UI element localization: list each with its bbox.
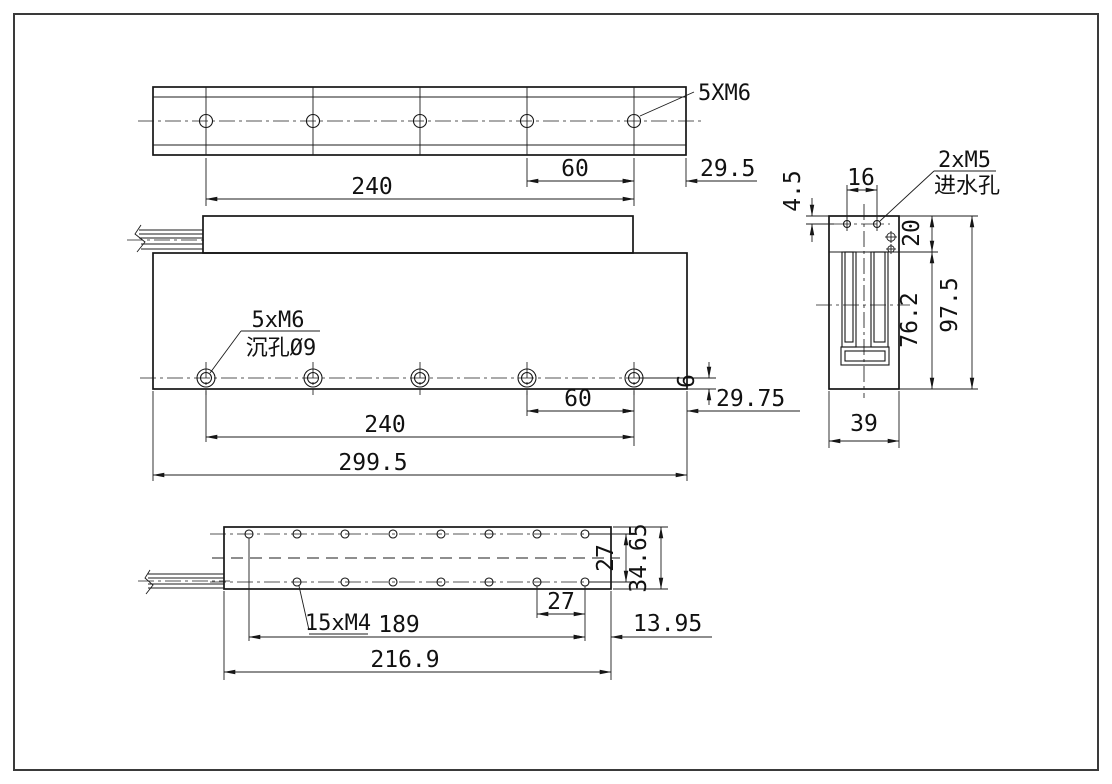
side-screw-marks (885, 231, 897, 254)
cable-break-symbol (144, 569, 154, 595)
dim-4-5: 4.5 (780, 170, 806, 212)
slider-outline (202, 215, 634, 254)
callout-2xm5: 2xM5 (938, 148, 991, 173)
top-view-dimensions: 60 29.5 240 (205, 156, 757, 206)
dim-76-2: 76.2 (897, 292, 923, 347)
leader-line (639, 91, 695, 117)
dim-189: 189 (378, 612, 420, 638)
leader-line (298, 585, 310, 631)
top-view: 5XM6 60 29.5 240 (138, 81, 757, 206)
leader-line (209, 330, 242, 374)
track-top-edge-lines (153, 87, 686, 155)
water-inlet-holes-m5 (834, 217, 890, 231)
dim-27-pitch: 27 (547, 589, 575, 615)
bottom-view: 15xM4 27 34.65 27 189 (138, 523, 712, 680)
side-view-dimensions: 4.5 16 20 76.2 97.5 39 (780, 165, 978, 448)
dim-29-75: 29.75 (716, 386, 785, 412)
bottom-view-dimensions: 27 34.65 27 189 13.95 216.9 (223, 523, 712, 680)
dim-216-9: 216.9 (370, 647, 439, 673)
dim-60-front: 60 (564, 386, 592, 412)
cable-bundle (134, 224, 203, 253)
mounting-holes-m6 (198, 113, 642, 129)
dim-34-65: 34.65 (626, 523, 652, 592)
callout-water-inlet: 进水孔 (934, 174, 1000, 199)
dim-20: 20 (899, 219, 925, 247)
dim-6: 6 (674, 374, 700, 388)
front-view: 5xM6 沉孔Ø9 6 60 29.75 240 (127, 215, 800, 481)
extension-lines (152, 377, 716, 481)
cable-break-symbol (134, 224, 146, 253)
cable-bundle (144, 569, 224, 595)
callout-counterbore: 沉孔Ø9 (246, 336, 317, 361)
dim-60-top: 60 (561, 156, 589, 182)
dim-240-top: 240 (351, 174, 393, 200)
front-view-dimensions: 6 60 29.75 240 299.5 (152, 362, 800, 481)
dim-299-5: 299.5 (338, 450, 407, 476)
counterbore-holes-m6 (196, 362, 644, 395)
dim-97-5: 97.5 (937, 277, 963, 332)
sheet-border (13, 13, 1099, 771)
slider-face-outline (223, 526, 612, 590)
dim-240-front: 240 (364, 412, 406, 438)
leader-line (879, 170, 935, 222)
callout-5xm6-front: 5xM6 (252, 308, 305, 333)
u-channel-slot (840, 251, 890, 366)
callout-15xm4: 15xM4 (305, 611, 371, 636)
dim-39: 39 (850, 411, 878, 437)
dim-29-5: 29.5 (700, 156, 755, 182)
dim-27-rows: 27 (593, 544, 619, 572)
dim-13-95: 13.95 (633, 611, 702, 637)
callout-5xm6-top: 5XM6 (698, 81, 751, 106)
side-view: 2xM5 进水孔 4.5 16 20 76.2 (780, 148, 1000, 448)
dim-16: 16 (847, 165, 875, 191)
